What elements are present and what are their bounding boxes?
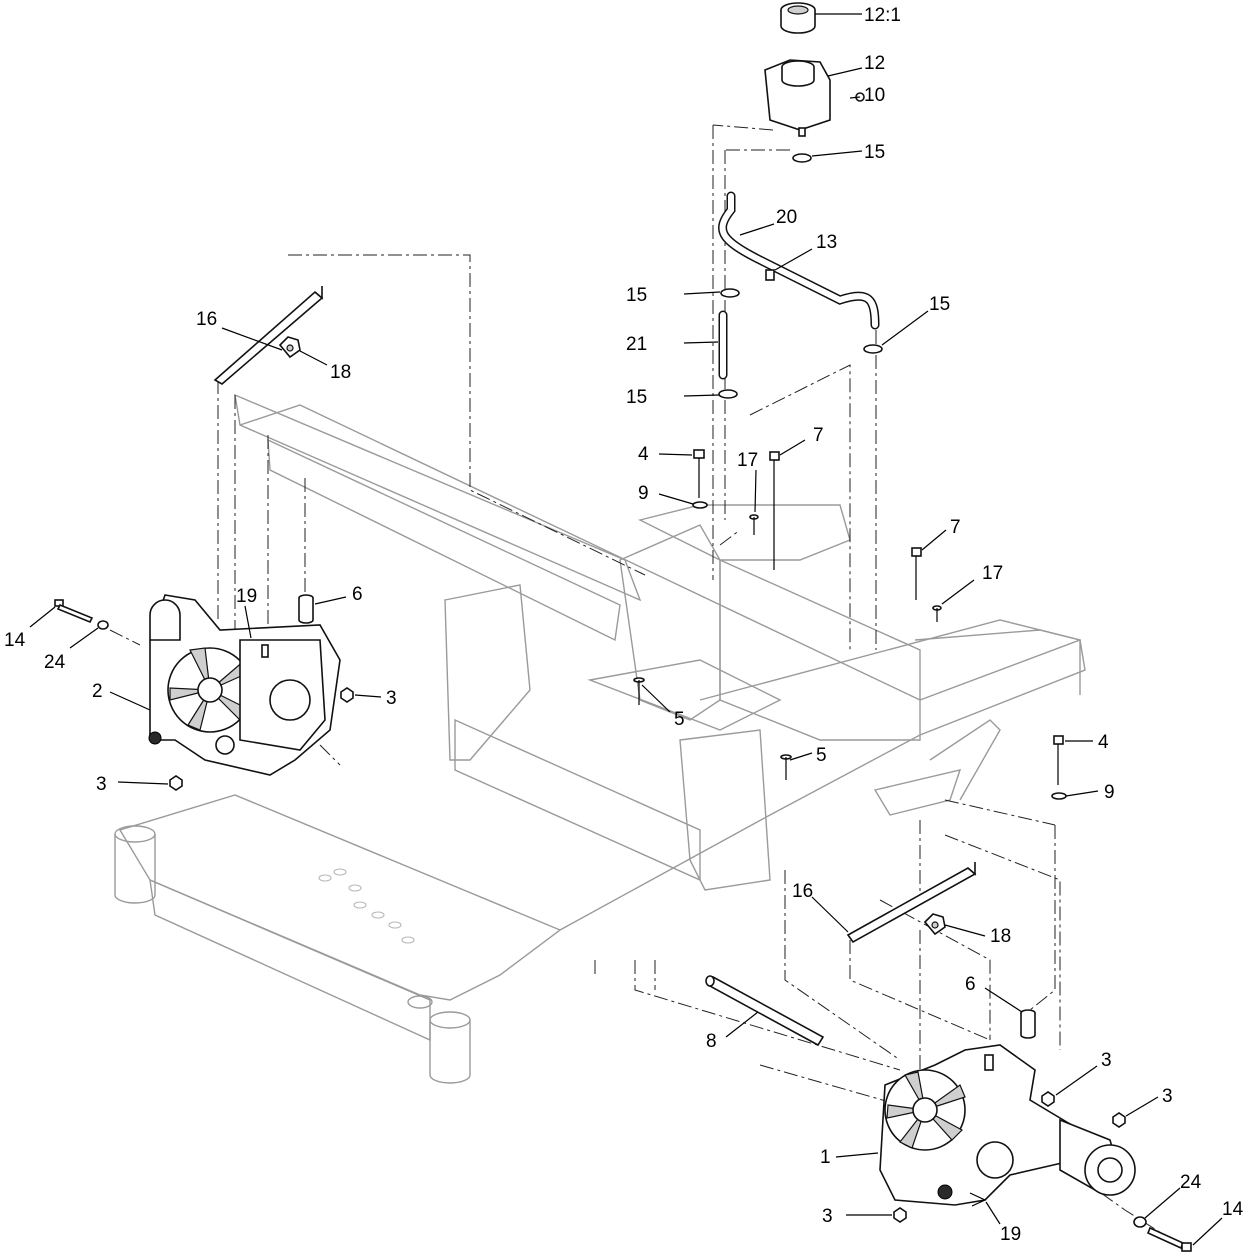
- callout-8: 8: [706, 1031, 717, 1052]
- callout-12-1: 12:1: [864, 5, 901, 26]
- spacer-6-right: [1020, 1009, 1036, 1039]
- callout-14-right: 14: [1222, 1199, 1244, 1220]
- callout-19-left: 19: [236, 586, 257, 607]
- callout-21: 21: [626, 334, 647, 355]
- shaft-8: [705, 975, 825, 1047]
- reservoir-cap: [780, 2, 816, 34]
- callout-4-lower: 4: [1098, 732, 1109, 753]
- callout-14-left: 14: [4, 630, 26, 651]
- bolt-4-lower: [1053, 735, 1064, 785]
- screw-10: [849, 92, 865, 102]
- callout-6-left: 6: [352, 584, 363, 605]
- pin-19-right: [969, 1192, 987, 1207]
- transaxle-left: [148, 594, 341, 776]
- callout-12: 12: [864, 53, 885, 74]
- callout-9-lower: 9: [1104, 782, 1115, 803]
- washer-24-left: [97, 620, 109, 630]
- hose-20: [718, 191, 880, 330]
- control-rod-left: [213, 286, 324, 385]
- callout-24-left: 24: [44, 652, 66, 673]
- transaxle-right: [879, 1044, 1136, 1206]
- hose-clamp-lower: [718, 389, 738, 399]
- washer-9-upper: [692, 501, 708, 509]
- callout-4-upper: 4: [638, 444, 649, 465]
- callout-15-upper: 15: [626, 285, 647, 306]
- nut-3-left-upper: [340, 687, 354, 703]
- bolt-14-left: [54, 599, 94, 624]
- hose-clamp-right: [863, 344, 883, 354]
- callout-15-top: 15: [864, 142, 885, 163]
- callout-6-right: 6: [965, 974, 976, 995]
- callout-7-upper: 7: [813, 425, 824, 446]
- hose-clamp-upper: [720, 288, 740, 298]
- callout-17-right: 17: [982, 563, 1003, 584]
- tee-fitting-13: [765, 269, 775, 281]
- pin-17-right: [932, 605, 942, 622]
- callout-3-right-c: 3: [822, 1206, 833, 1227]
- callout-3-right-b: 3: [1162, 1086, 1173, 1107]
- hydraulic-reservoir: [764, 59, 831, 137]
- bolt-7-upper: [769, 451, 780, 570]
- nut-3-left-lower: [169, 775, 183, 791]
- callout-9-upper: 9: [638, 483, 649, 504]
- nut-3-right-a: [1041, 1091, 1055, 1107]
- callout-15-right: 15: [929, 294, 950, 315]
- frame-holes: [318, 868, 415, 944]
- callout-20: 20: [776, 207, 797, 228]
- callout-18-left: 18: [330, 362, 351, 383]
- callout-3-left-lower: 3: [96, 774, 107, 795]
- callout-15-lower: 15: [626, 387, 647, 408]
- callout-16-right: 16: [792, 881, 813, 902]
- callout-18-right: 18: [990, 926, 1011, 947]
- callout-labels: 12:1 12 10 15 20 13 15 15 16 18 21 15 4 …: [4, 5, 1244, 1245]
- control-rod-right: [846, 862, 977, 944]
- callout-13: 13: [816, 232, 837, 253]
- knob-left: [278, 336, 301, 359]
- callout-16-left: 16: [196, 309, 217, 330]
- bolt-4-upper: [693, 449, 705, 498]
- callout-5-left: 5: [674, 709, 685, 730]
- callout-3-right-a: 3: [1101, 1050, 1112, 1071]
- callout-19-right: 19: [1000, 1224, 1021, 1245]
- callout-3-left-upper: 3: [386, 688, 397, 709]
- callout-5-right: 5: [816, 745, 827, 766]
- hose-clamp-top: [792, 153, 812, 163]
- callout-17-upper: 17: [737, 450, 758, 471]
- pin-5-right: [780, 754, 792, 780]
- bolt-14-right: [1146, 1226, 1192, 1252]
- washer-24-right: [1133, 1216, 1147, 1228]
- assembly-guide-lines: [109, 124, 1181, 1246]
- washer-9-lower: [1051, 792, 1067, 800]
- bolt-7-right: [911, 547, 922, 600]
- nut-3-right-c: [893, 1207, 907, 1223]
- leader-lines: [29, 13, 1223, 1246]
- knob-right: [923, 913, 946, 936]
- pin-17-upper: [749, 514, 759, 535]
- callout-24-right: 24: [1180, 1172, 1202, 1193]
- nut-3-right-b: [1112, 1112, 1126, 1128]
- callout-10: 10: [864, 85, 885, 106]
- mower-frame: [114, 393, 1086, 1084]
- callout-7-right: 7: [950, 517, 961, 538]
- pin-5-left: [633, 677, 645, 705]
- callout-1: 1: [820, 1147, 831, 1168]
- callout-2: 2: [92, 681, 103, 702]
- spacer-6-left: [298, 594, 314, 624]
